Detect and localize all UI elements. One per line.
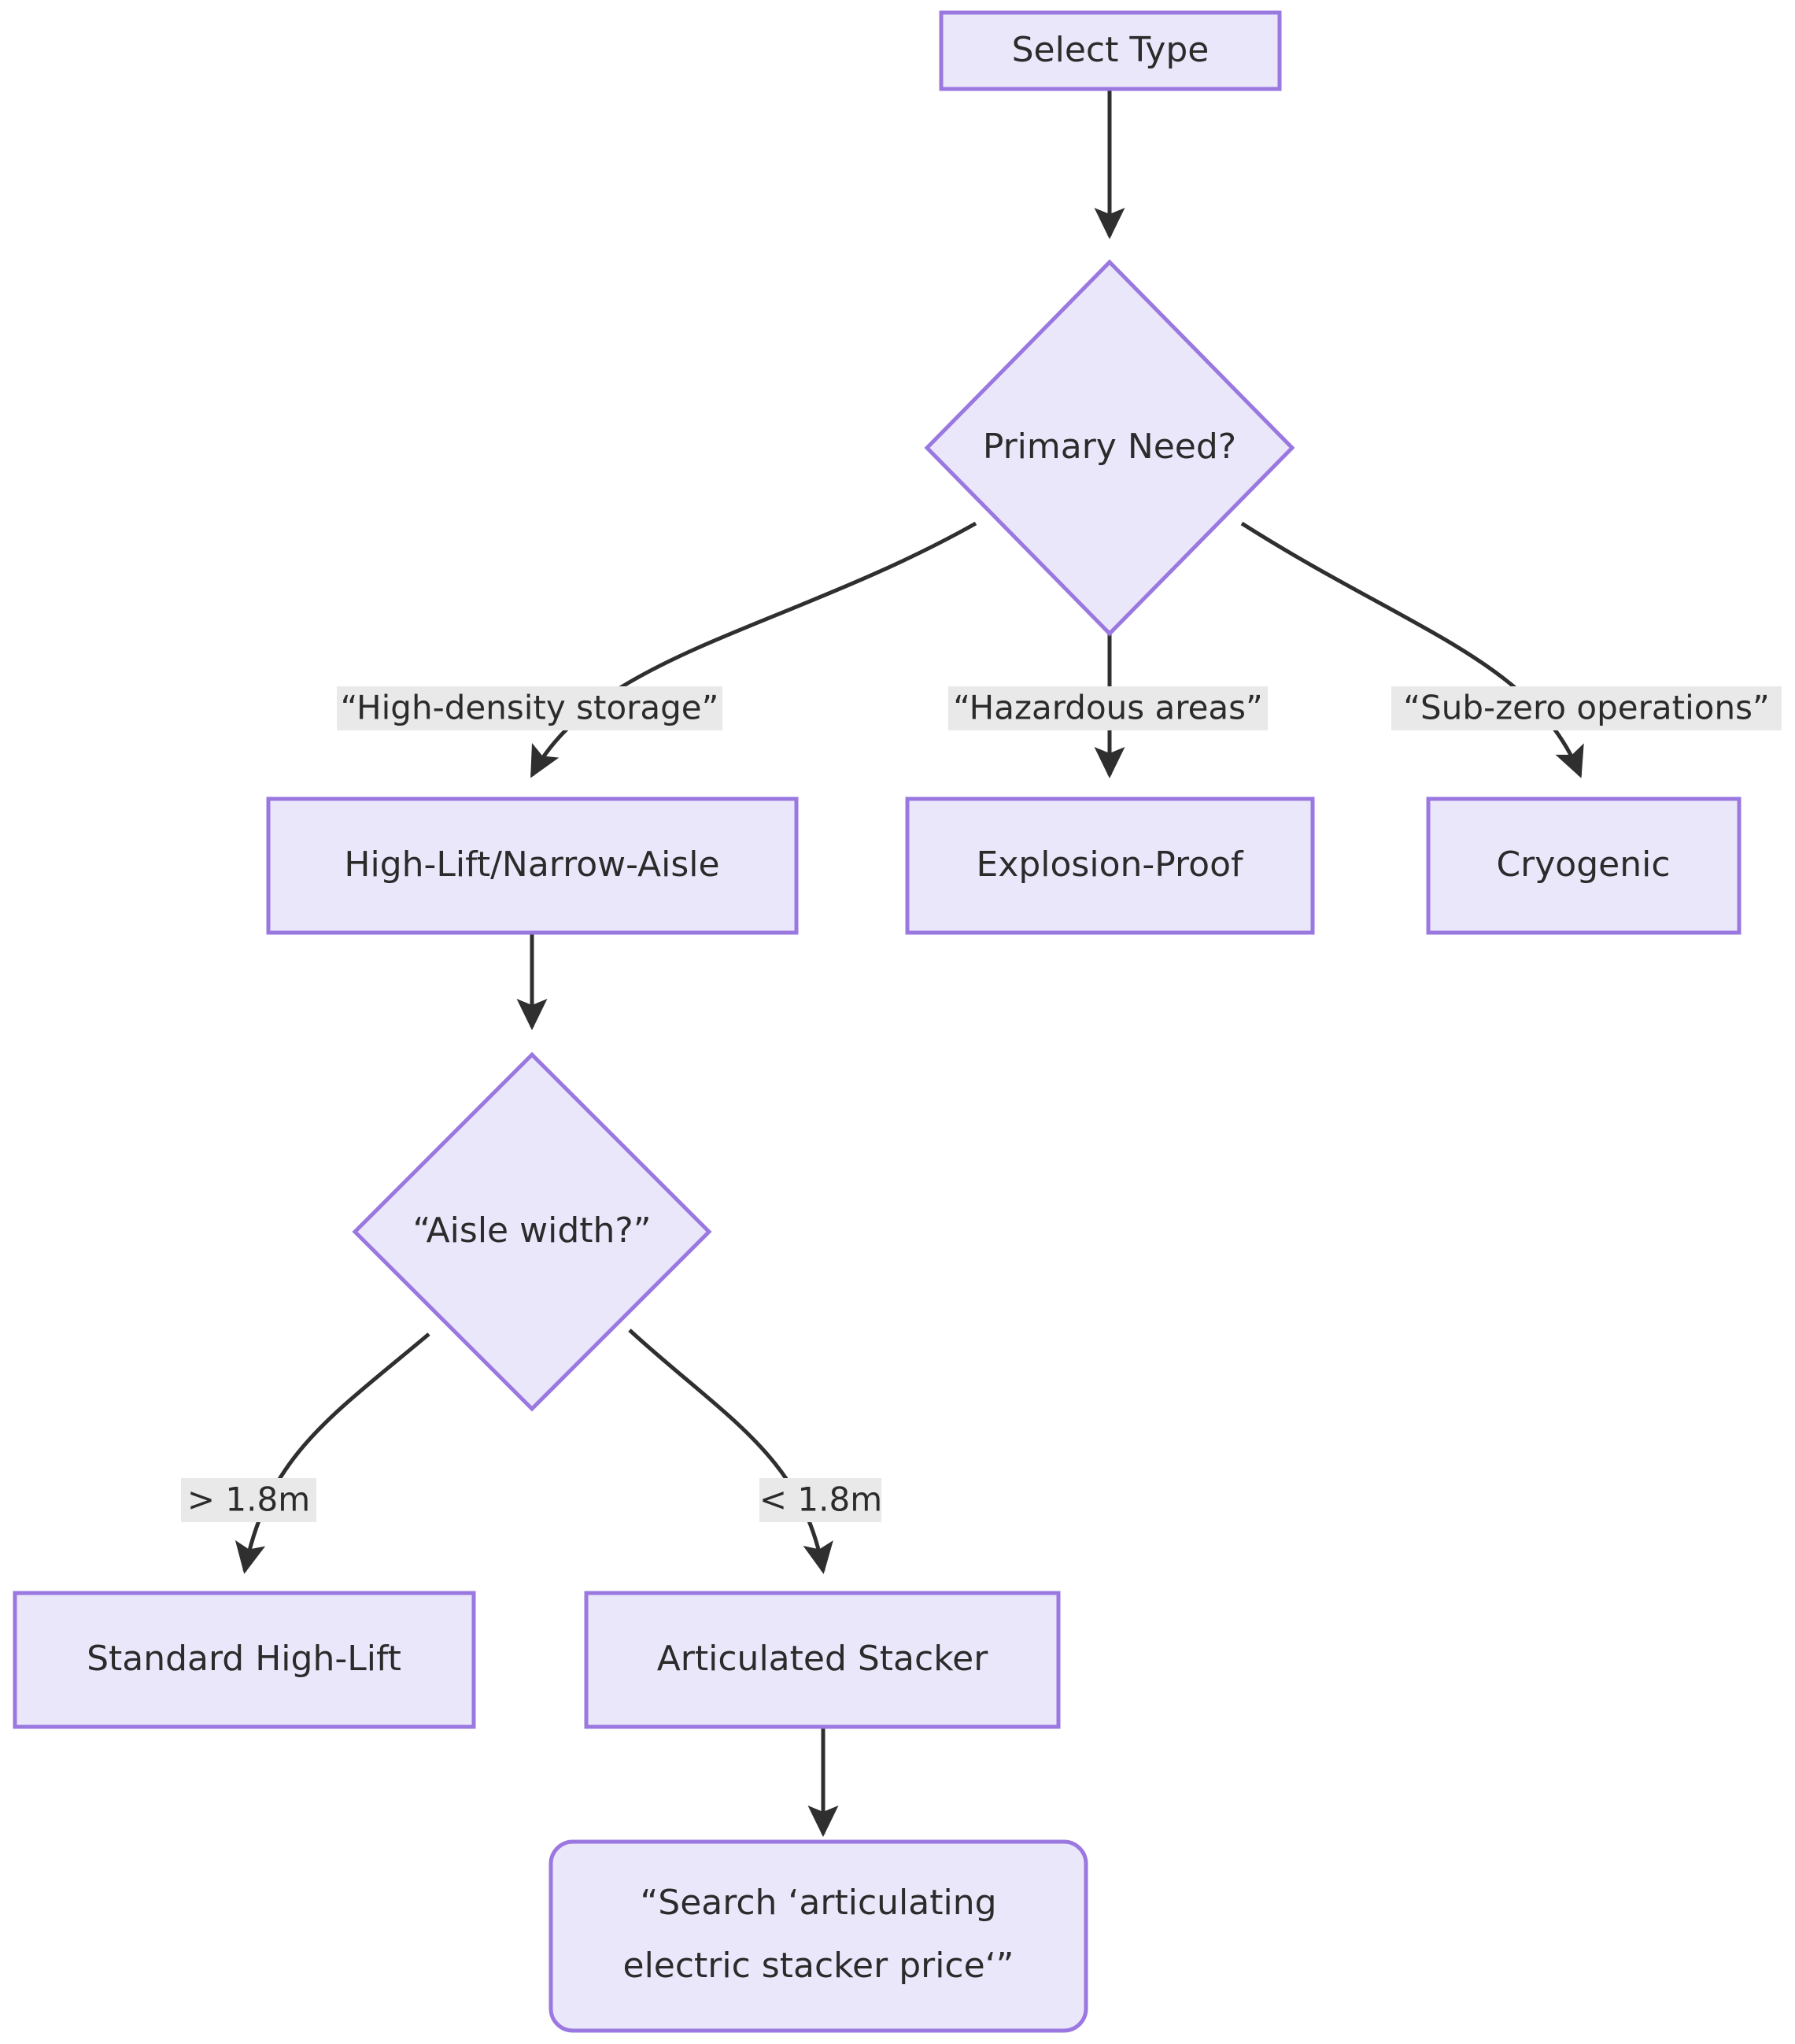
node-select-type[interactable]: Select Type <box>939 10 1282 91</box>
node-standard-high-lift[interactable]: Standard High-Lift <box>13 1591 476 1729</box>
edge-label-greater-1-8m: > 1.8m <box>181 1478 316 1522</box>
node-primary-need-label: Primary Need? <box>983 427 1236 467</box>
edge-primary-need-to-cryogenic <box>1240 521 1584 778</box>
node-aisle-width[interactable]: “Aisle width?” <box>352 1052 712 1412</box>
node-aisle-width-label: “Aisle width?” <box>412 1211 651 1251</box>
node-articulated-stacker[interactable]: Articulated Stacker <box>584 1591 1061 1729</box>
edge-label-less-1-8m-text: < 1.8m <box>759 1480 882 1519</box>
node-articulated-stacker-label: Articulated Stacker <box>657 1639 988 1679</box>
edge-label-hazardous-areas-text: “Hazardous areas” <box>953 689 1263 727</box>
node-select-type-label: Select Type <box>1012 30 1210 70</box>
node-search-action-label-line1: “Search ‘articulating <box>640 1883 996 1923</box>
node-explosion-proof[interactable]: Explosion-Proof <box>905 797 1315 935</box>
node-standard-high-lift-label: Standard High-Lift <box>87 1639 401 1679</box>
edge-aisle-width-to-articulated <box>628 1329 833 1574</box>
edge-group <box>235 89 1584 1838</box>
edge-label-less-1-8m: < 1.8m <box>759 1478 882 1522</box>
node-cryogenic[interactable]: Cryogenic <box>1426 797 1741 935</box>
node-search-action[interactable]: “Search ‘articulating electric stacker p… <box>548 1839 1088 2033</box>
node-primary-need[interactable]: Primary Need? <box>924 259 1295 637</box>
edge-label-high-density-storage: “High-density storage” <box>337 686 722 730</box>
edge-aisle-width-to-standard-high-lift <box>235 1332 430 1574</box>
node-cryogenic-label: Cryogenic <box>1496 845 1670 885</box>
edge-primary-need-to-high-lift <box>530 521 977 778</box>
edge-label-greater-1-8m-text: > 1.8m <box>187 1480 310 1519</box>
edge-label-high-density-storage-text: “High-density storage” <box>341 689 719 727</box>
edge-label-sub-zero-operations-text: “Sub-zero operations” <box>1403 689 1769 727</box>
node-high-lift-narrow-aisle-label: High-Lift/Narrow-Aisle <box>344 845 719 885</box>
node-high-lift-narrow-aisle[interactable]: High-Lift/Narrow-Aisle <box>266 797 799 935</box>
node-search-action-label-line2: electric stacker price‘” <box>623 1946 1014 1986</box>
edge-label-sub-zero-operations: “Sub-zero operations” <box>1391 686 1782 730</box>
node-explosion-proof-label: Explosion-Proof <box>977 845 1244 885</box>
edge-label-hazardous-areas: “Hazardous areas” <box>948 686 1268 730</box>
